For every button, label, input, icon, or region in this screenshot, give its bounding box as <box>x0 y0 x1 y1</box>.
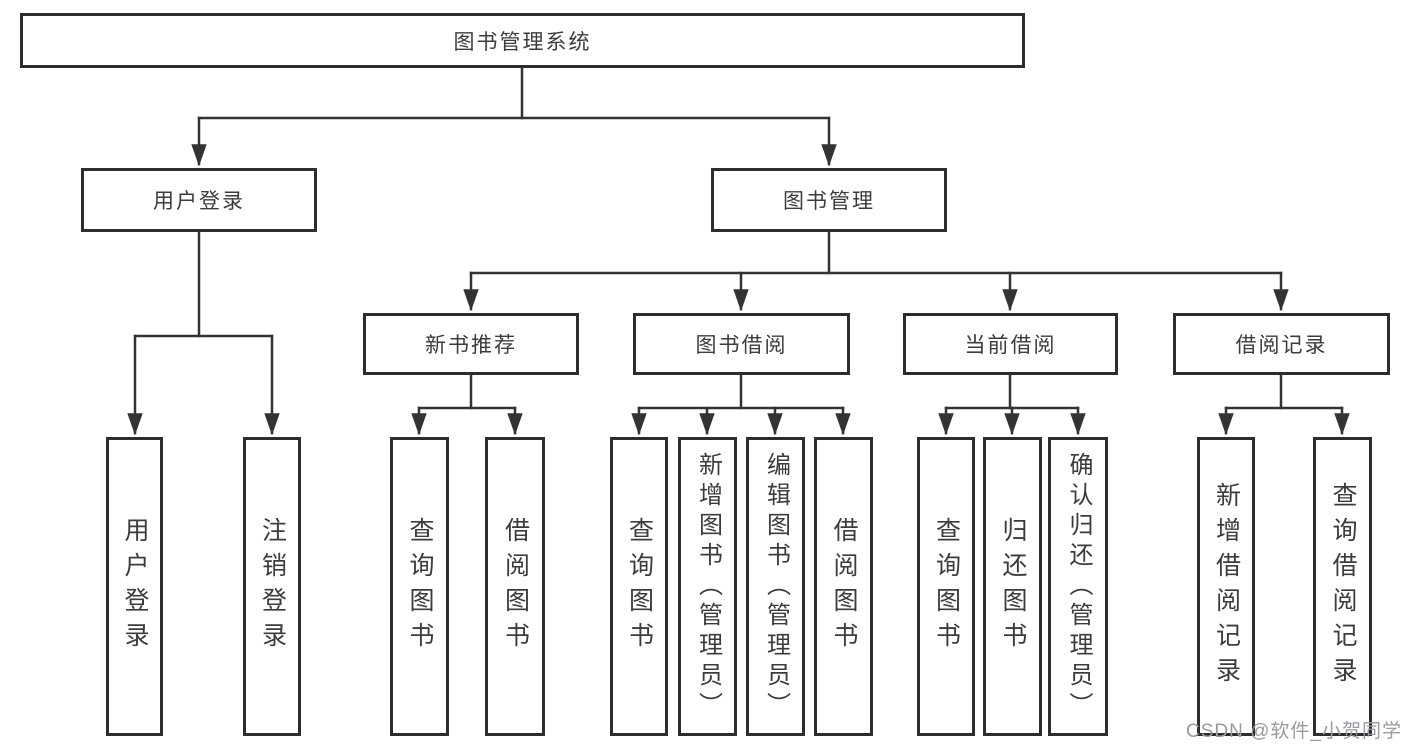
node-label: 图书管理 <box>783 190 875 213</box>
leaf-edit-book-admin: 编辑图书（管理员） <box>746 437 805 736</box>
leaf-label: 新增借阅记录 <box>1212 481 1241 692</box>
node-label: 用户登录 <box>153 190 245 213</box>
leaf-logout: 注销登录 <box>243 437 301 736</box>
leaf-label: 查询图书 <box>625 516 654 657</box>
leaf-return-books: 归还图书 <box>983 437 1042 736</box>
leaf-add-book-admin: 新增图书（管理员） <box>678 437 737 736</box>
leaf-query-books-recommend: 查询图书 <box>390 437 449 736</box>
leaf-label: 借阅图书 <box>501 516 530 657</box>
node-label: 新书推荐 <box>425 334 517 357</box>
node-book-borrowing: 图书借阅 <box>633 313 850 375</box>
leaf-query-books-current: 查询图书 <box>917 437 975 736</box>
leaf-label: 归还图书 <box>999 516 1027 657</box>
node-book-management: 图书管理 <box>711 168 947 232</box>
leaf-query-borrow-record: 查询借阅记录 <box>1313 437 1372 736</box>
leaf-borrow-books-recommend: 借阅图书 <box>485 437 545 736</box>
node-library-management-system: 图书管理系统 <box>20 13 1025 68</box>
leaf-label: 确认归还（管理员） <box>1065 451 1092 722</box>
leaf-borrow-books: 借阅图书 <box>814 437 873 736</box>
leaf-label: 查询借阅记录 <box>1329 481 1357 692</box>
node-borrowing-records: 借阅记录 <box>1173 313 1390 375</box>
node-current-borrowing: 当前借阅 <box>903 313 1118 375</box>
leaf-label: 编辑图书（管理员） <box>762 451 790 722</box>
node-new-book-recommendation: 新书推荐 <box>363 313 579 375</box>
node-user-login: 用户登录 <box>81 168 317 232</box>
node-label: 图书借阅 <box>695 334 788 357</box>
leaf-label: 借阅图书 <box>830 516 858 657</box>
leaf-label: 注销登录 <box>258 516 287 657</box>
leaf-label: 用户登录 <box>121 516 149 657</box>
leaf-label: 查询图书 <box>406 516 434 657</box>
leaf-user-login: 用户登录 <box>106 437 163 736</box>
csdn-watermark: CSDN @软件_小贺同学 <box>1186 721 1402 742</box>
leaf-add-borrow-record: 新增借阅记录 <box>1197 437 1255 736</box>
node-label: 图书管理系统 <box>453 30 592 54</box>
leaf-label: 新增图书（管理员） <box>694 451 722 722</box>
leaf-confirm-return-admin: 确认归还（管理员） <box>1048 437 1108 736</box>
node-label: 当前借阅 <box>964 334 1057 357</box>
node-label: 借阅记录 <box>1235 334 1328 357</box>
leaf-query-books-borrowing: 查询图书 <box>610 437 668 736</box>
leaf-label: 查询图书 <box>932 516 961 657</box>
